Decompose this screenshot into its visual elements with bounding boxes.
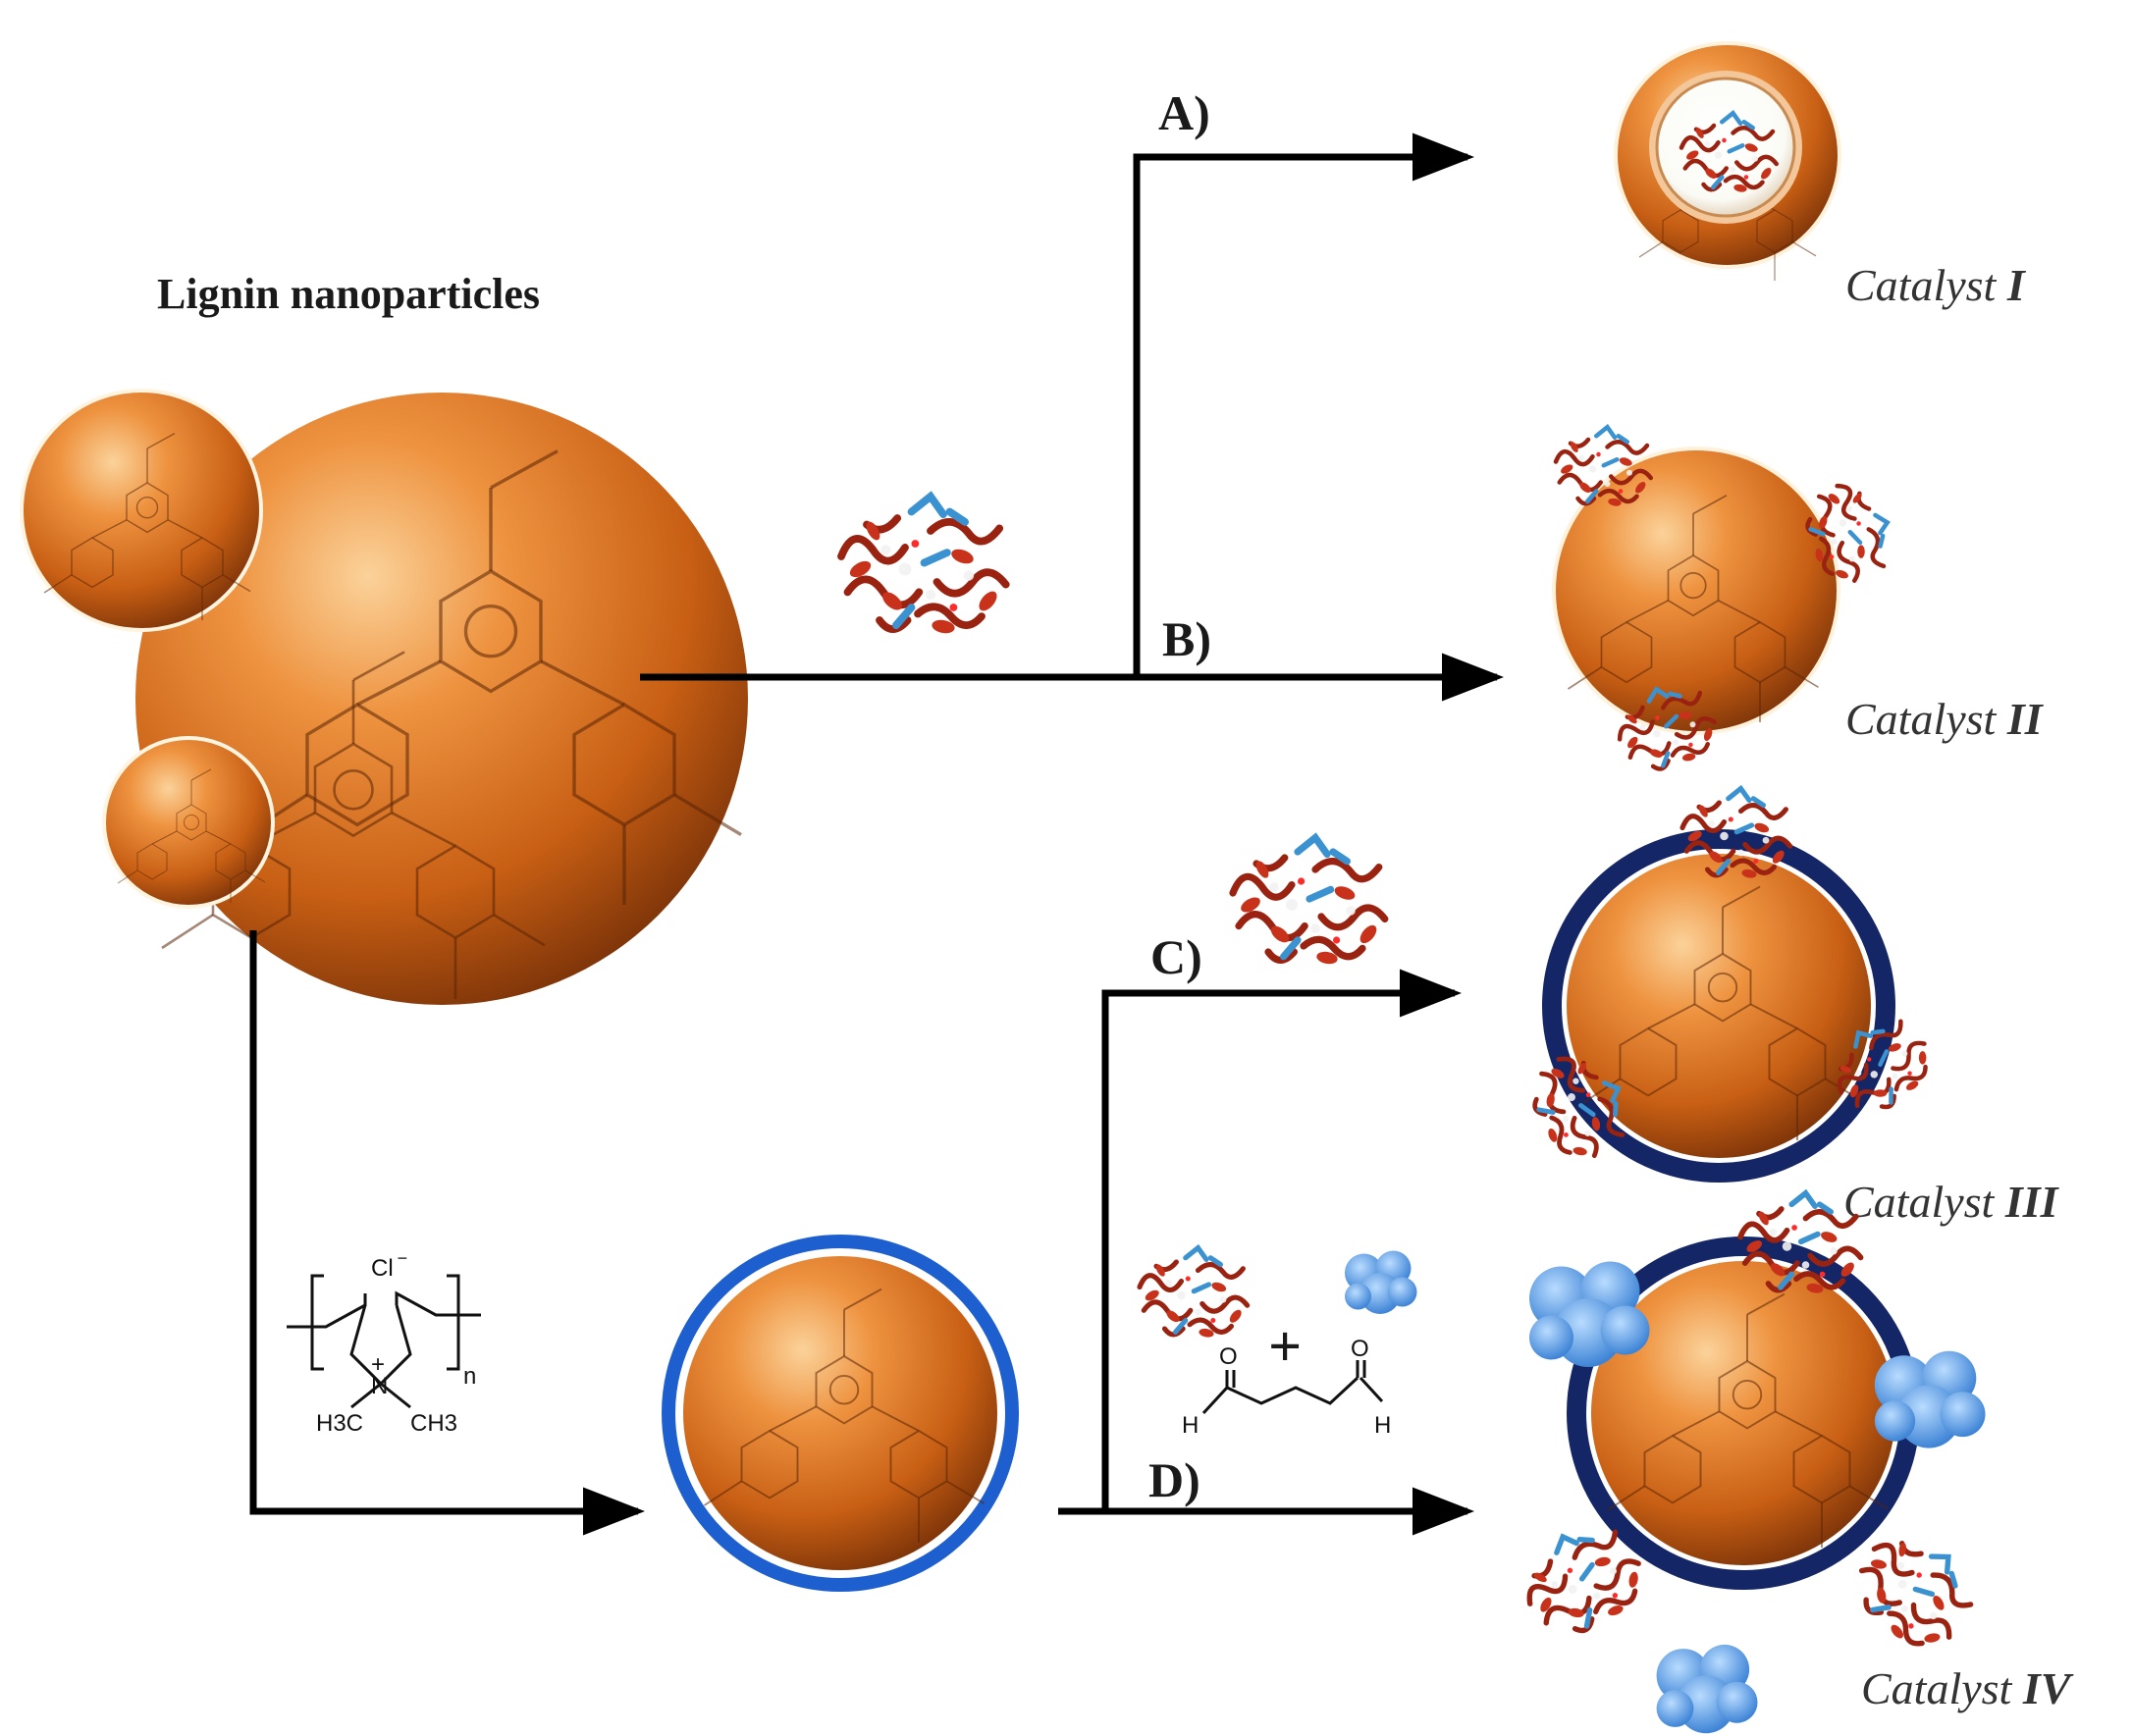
glutaraldehyde-structure — [1201, 1360, 1384, 1415]
label-step-a: A) — [1158, 85, 1210, 140]
lignin-nanoparticle-cluster — [20, 389, 748, 1005]
title-lignin-nanoparticles: Lignin nanoparticles — [157, 270, 540, 318]
arrow-route-a — [1133, 132, 1474, 677]
lignin-sphere-small-top — [20, 389, 263, 632]
label-catalyst-4: Catalyst IV — [1861, 1663, 2074, 1713]
glutaraldehyde-h-left: H — [1182, 1412, 1199, 1439]
polymer-methyl-right: CH3 — [410, 1410, 457, 1437]
label-step-b: B) — [1162, 611, 1211, 666]
glutaraldehyde-o-right: O — [1351, 1336, 1369, 1362]
polymer-coated-lignin-particle — [662, 1235, 1019, 1592]
arrow-route-c — [1101, 969, 1462, 1511]
arrow-routes — [249, 132, 1504, 1536]
glutaraldehyde-o-left: O — [1219, 1343, 1238, 1370]
polymer-methyl-left: H3C — [316, 1410, 363, 1437]
polymer-nitrogen: N — [371, 1373, 388, 1399]
enzyme-free-ab — [841, 497, 1006, 635]
catalyst-3-particle — [1517, 789, 1943, 1183]
label-catalyst-1: Catalyst I — [1845, 260, 2027, 310]
lignin-sphere-small-bottom — [102, 736, 275, 909]
polymer-charge-plus: + — [371, 1351, 385, 1378]
label-catalyst-3: Catalyst III — [1843, 1177, 2060, 1227]
polymer-counterion: Cl− — [371, 1248, 407, 1282]
enzyme-free-c — [1233, 838, 1385, 966]
label-step-c: C) — [1150, 929, 1202, 984]
lignin-sphere-large — [135, 393, 748, 1005]
enzyme-free-d — [1140, 1248, 1248, 1339]
arrow-coating-step — [249, 930, 645, 1536]
bsa-free-d — [1345, 1250, 1417, 1314]
glutaraldehyde-h-right: H — [1374, 1412, 1391, 1439]
label-step-d: D) — [1148, 1452, 1200, 1507]
catalyst-4-particle — [1510, 1193, 1989, 1734]
route-d-reagents: + O O H H — [1140, 1248, 1417, 1439]
catalyst-1-particle — [1614, 41, 1841, 282]
label-catalyst-2: Catalyst II — [1845, 694, 2045, 744]
catalyst-2-particle — [1552, 427, 1902, 781]
plus-sign: + — [1268, 1314, 1302, 1379]
polymer-repeat-n: n — [463, 1363, 476, 1390]
cationic-polymer-structure: Cl− n + N H3C CH3 — [287, 1248, 481, 1437]
